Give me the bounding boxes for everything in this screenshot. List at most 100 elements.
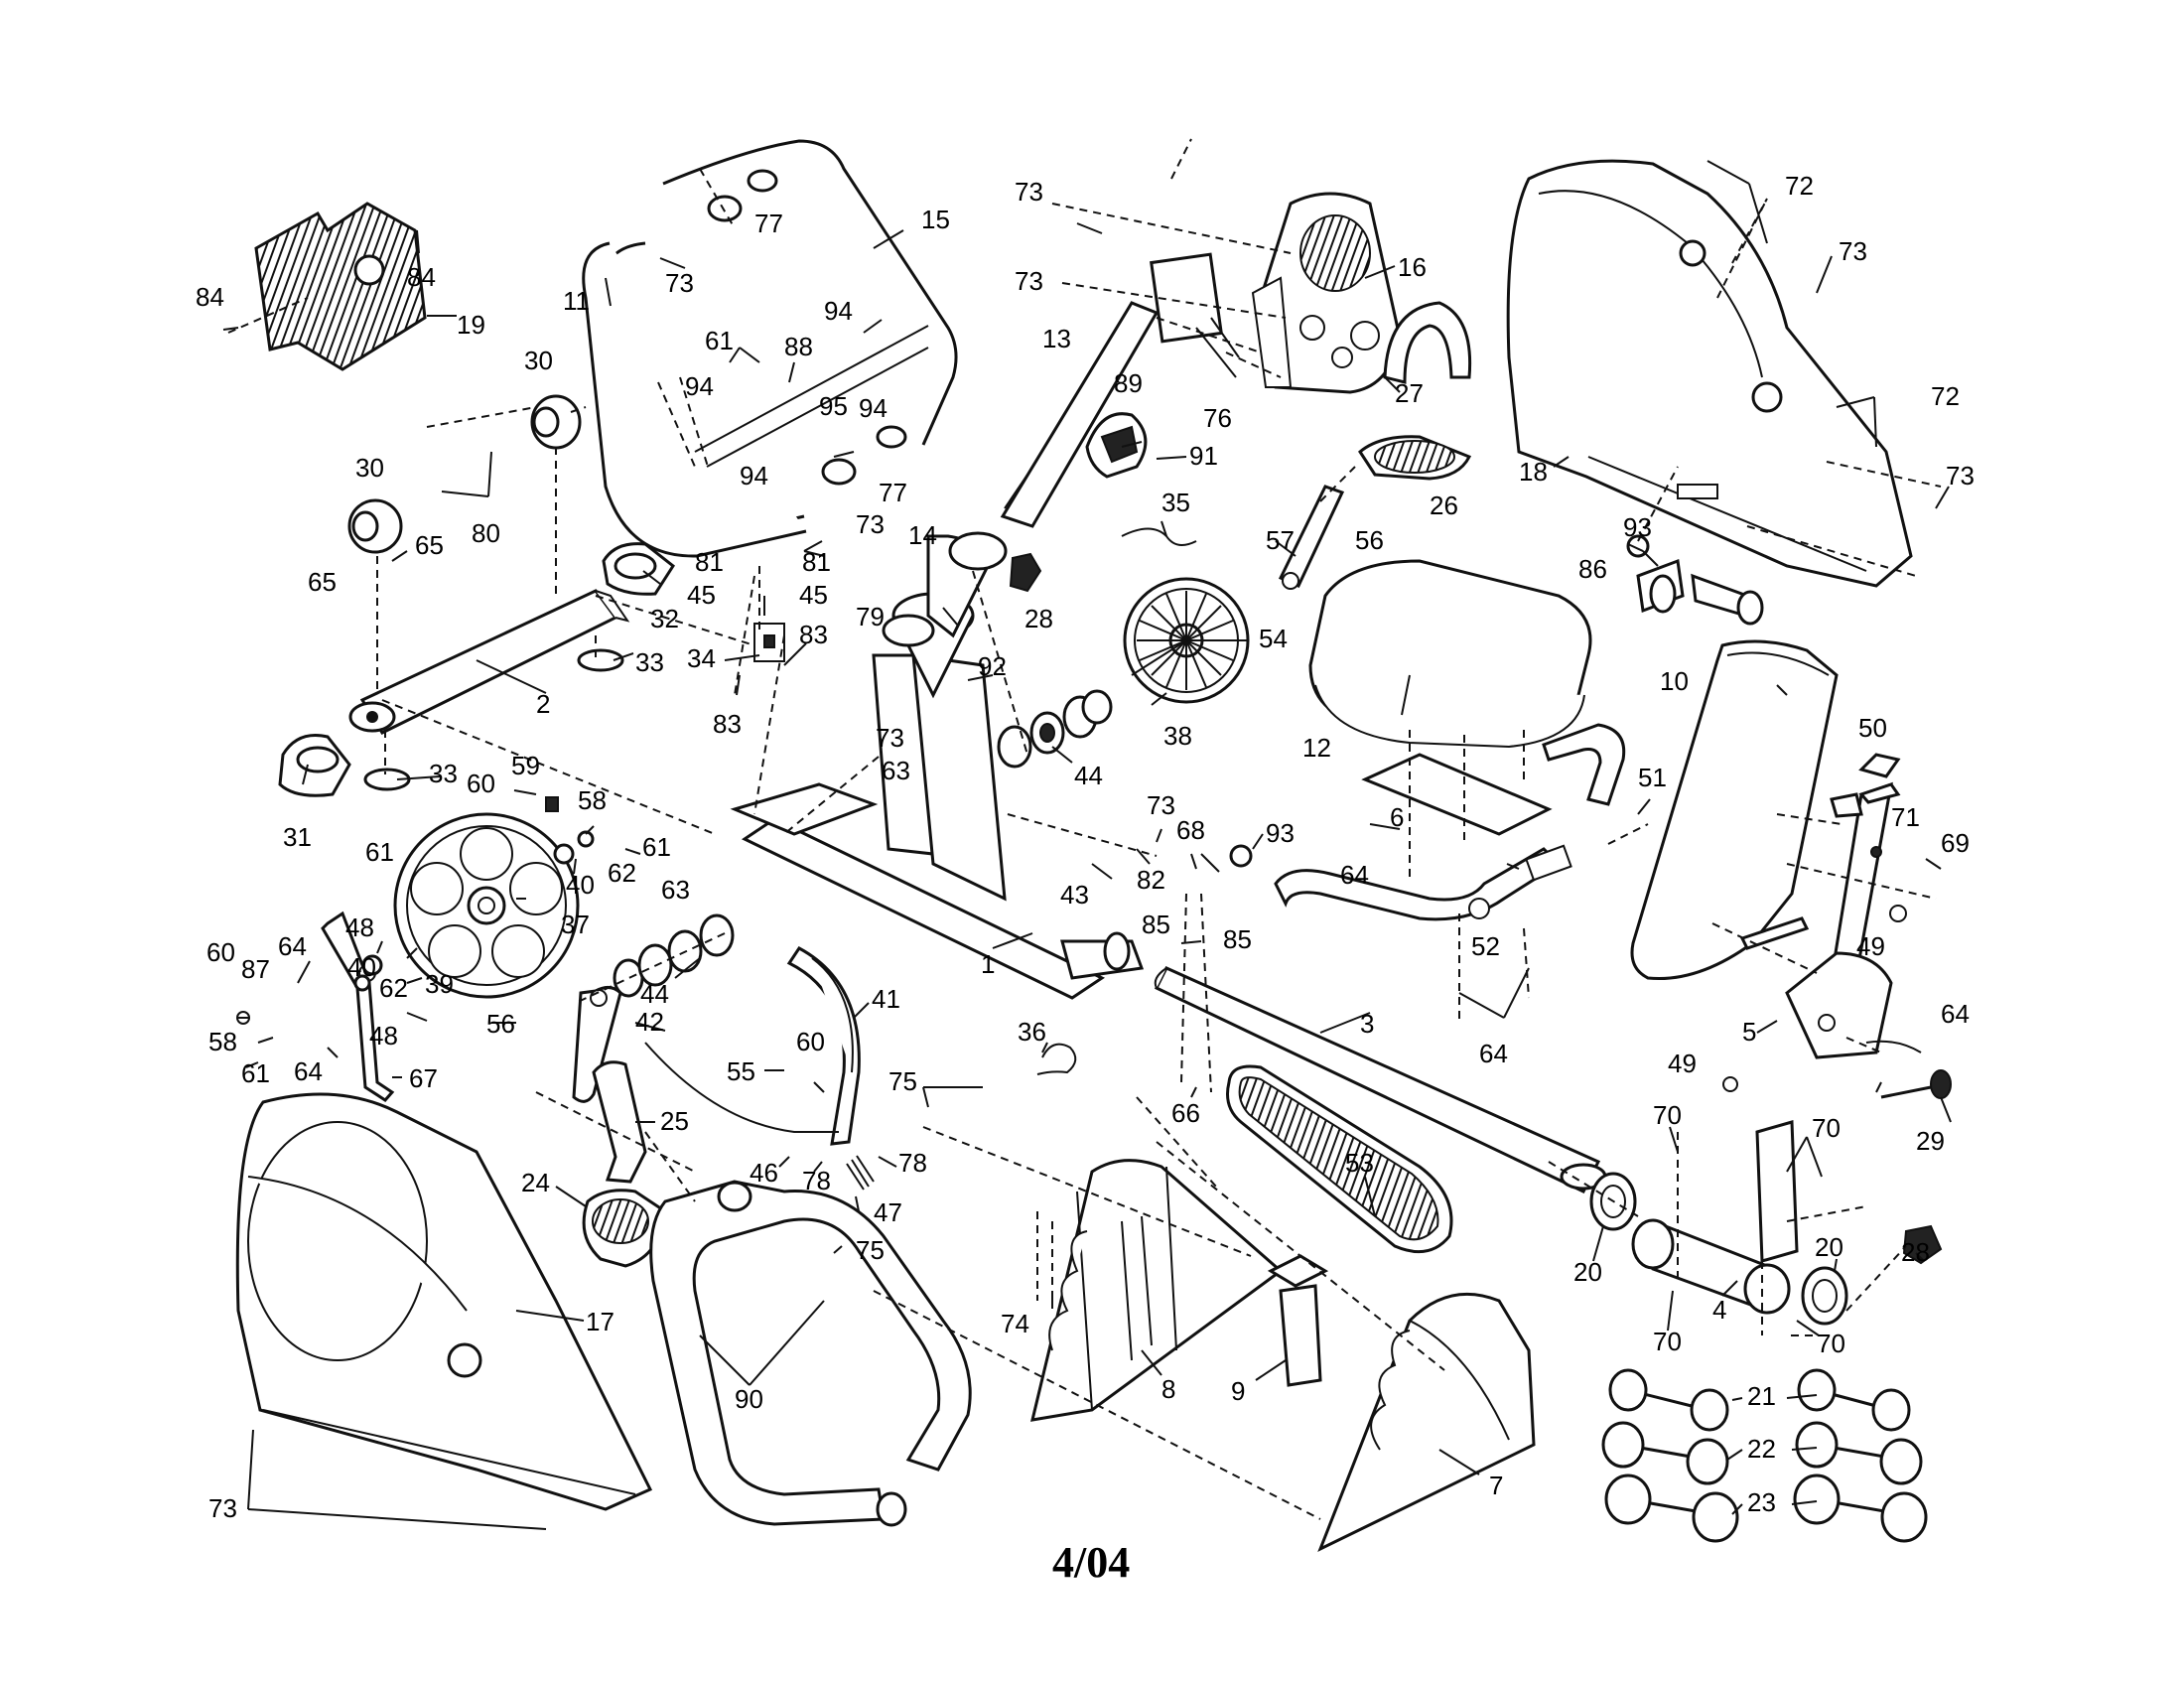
part-18-right-shroud [1506,159,1913,588]
callout-label: 58 [208,1027,237,1056]
callout-label: 73 [1015,177,1043,207]
part-36-wire [1036,1043,1077,1075]
callout-label: 73 [1946,461,1975,491]
part-10-seat-back [1630,639,1839,981]
callout-label: 42 [635,1007,664,1037]
callout-label: 1 [981,949,995,979]
callout-label: 64 [1340,860,1369,890]
callout-label: 73 [1839,236,1867,266]
callout-label: 60 [796,1027,825,1056]
part-90-handle-frame [649,1180,972,1527]
assembly-center-lines [227,138,1942,1520]
callout-label: 49 [1668,1049,1697,1078]
callout-label: 84 [196,282,224,312]
callout-label: 64 [294,1056,323,1086]
callout-label: 56 [486,1009,515,1039]
callout-label: 93 [1623,512,1652,542]
callout-label: 66 [1171,1098,1200,1128]
callout-label: 40 [566,870,595,900]
callout-label: 94 [824,296,853,326]
callout-label: 72 [1785,171,1814,201]
revision-date-label: 4/04 [1052,1538,1130,1587]
callout-label: 94 [685,371,714,401]
callout-label: 49 [1856,931,1885,961]
callout-label: 52 [1471,931,1500,961]
part-21-22-23-dumbbells [1601,1368,1928,1543]
callout-label: 5 [1742,1017,1756,1047]
callout-label: 77 [879,478,907,507]
callout-label: 79 [856,602,885,632]
callout-label: 72 [1931,381,1960,411]
part-19-cover [254,202,427,371]
callout-label: 73 [1015,266,1043,296]
callout-label: 78 [898,1148,927,1178]
callout-label: 45 [687,580,716,610]
part-12-seat [1308,559,1592,749]
part-1-main-frame [730,592,1145,1000]
callout-label: 12 [1302,733,1331,763]
callout-label: 70 [1653,1100,1682,1130]
callout-label: 77 [754,209,783,238]
callout-label: 13 [1042,324,1071,353]
callout-label: 75 [888,1066,917,1096]
callout-label: 63 [882,756,910,785]
callout-label: 56 [1355,525,1384,555]
callout-label: 67 [409,1063,438,1093]
part-35-wire [1121,527,1197,546]
callout-label: 65 [308,567,337,597]
callout-label: 34 [687,643,716,673]
callout-label: 53 [1345,1148,1374,1178]
callout-label: 84 [407,262,436,292]
callout-label: 94 [859,393,887,423]
callout-label: 29 [1916,1126,1945,1156]
callout-label: 73 [876,723,904,753]
callout-label: 48 [369,1021,398,1051]
part-44-bearings-lower [613,913,735,998]
part-17-left-shroud [235,1092,653,1511]
callout-label: 3 [1360,1009,1374,1039]
part-5-backrest-frame [1739,781,1901,1059]
callout-label: 4 [1712,1295,1726,1325]
callout-label: 70 [1812,1113,1841,1143]
callout-label: 43 [1060,880,1089,910]
callout-label: 87 [241,954,270,984]
callout-label: 70 [1817,1329,1845,1358]
callout-label: 44 [640,979,669,1009]
callout-label: 62 [608,858,636,888]
callout-label: 18 [1519,457,1548,487]
part-89-grip [1085,412,1148,479]
callout-label: 83 [799,620,828,649]
callout-label: 80 [472,518,500,548]
callout-label: 19 [457,310,485,340]
callout-label: 57 [1266,525,1295,555]
callout-label: 61 [365,837,394,867]
callout-label: 44 [1074,761,1103,790]
callout-label: 37 [561,910,590,939]
callout-label: 22 [1747,1434,1776,1464]
callout-label: 88 [784,332,813,361]
callout-label: 6 [1390,802,1404,832]
callout-label: 83 [713,709,742,739]
callout-label: 8 [1161,1374,1175,1404]
part-13-console-mast [1000,252,1240,528]
callout-label: 17 [586,1307,614,1336]
callout-label: 60 [467,769,495,798]
callout-label: 50 [1858,713,1887,743]
callout-label: 65 [415,530,444,560]
callout-label: 47 [874,1197,902,1227]
callout-label: 15 [921,205,950,234]
part-44-bearings-upper [997,689,1113,769]
part-37-flywheel [393,812,580,999]
callout-label: 86 [1578,554,1607,584]
part-14-79-upright [882,531,1042,647]
callout-label: 30 [355,453,384,483]
callout-label: 60 [206,937,235,967]
callout-label: 63 [661,875,690,905]
callout-label: 10 [1660,666,1689,696]
part-9-bracket [1267,1254,1329,1387]
callout-label: 33 [429,759,458,788]
part-11-15-handlebar [582,139,958,558]
callout-label: 21 [1747,1381,1776,1411]
callout-label: 26 [1430,491,1458,520]
